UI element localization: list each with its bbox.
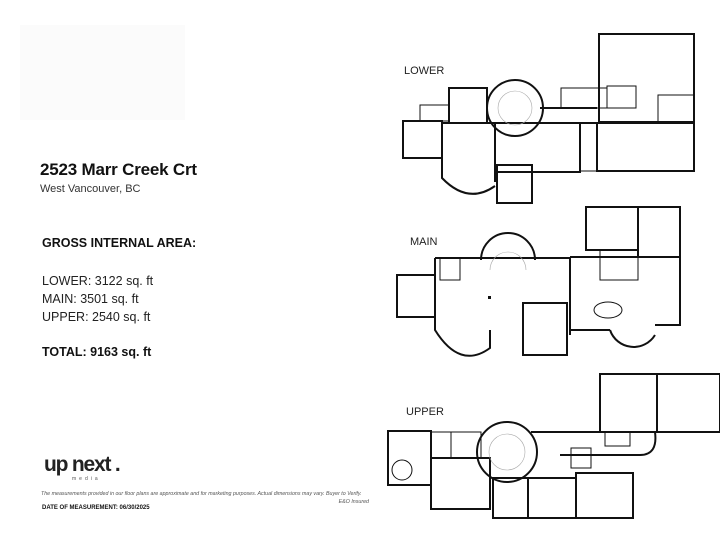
room-bedroom [527, 477, 577, 519]
column [488, 296, 491, 299]
lower-area: LOWER: 3122 sq. ft [42, 274, 154, 288]
room-bedroom [585, 206, 639, 251]
curved-stair-inner [489, 251, 527, 271]
disclaimer-text: The measurements provided in our floor p… [41, 491, 362, 497]
floor-label-lower: LOWER [404, 65, 445, 77]
room-open-to-below [492, 477, 529, 519]
upper-area: UPPER: 2540 sq. ft [42, 310, 151, 324]
insured-text: E&O Insured [338, 499, 369, 505]
curved-stair [480, 232, 536, 261]
room-bedroom [402, 120, 443, 159]
room-bedroom [575, 472, 634, 519]
room-breakfast [609, 329, 656, 348]
room-ensuite [430, 431, 452, 459]
room-bathroom [570, 447, 592, 469]
property-city: West Vancouver, BC [40, 183, 141, 195]
measurement-date: DATE OF MEASUREMENT: 06/30/2025 [42, 505, 150, 511]
gross-area-heading: GROSS INTERNAL AREA: [42, 236, 197, 250]
room-main-body [434, 257, 571, 357]
brand-logo: up next . [44, 453, 121, 476]
main-area: MAIN: 3501 sq. ft [42, 292, 139, 306]
kitchen-island [593, 301, 623, 319]
room-living-kitchen [569, 256, 681, 331]
room-storage [657, 94, 695, 124]
room-office [396, 274, 436, 318]
total-area: TOTAL: 9163 sq. ft [42, 345, 152, 359]
room-powder [439, 257, 461, 281]
room-stairs [599, 249, 639, 281]
room-bedroom [599, 373, 658, 433]
room-bath [579, 122, 598, 172]
room-bathroom [419, 104, 450, 122]
spiral-stair [486, 79, 544, 137]
floor-label-upper: UPPER [406, 406, 444, 418]
spiral-stair-inner [497, 90, 533, 126]
property-address: 2523 Marr Creek Crt [40, 160, 197, 179]
disclaimer: The measurements provided in our floor p… [41, 490, 369, 506]
logo-placeholder [20, 25, 185, 120]
room-family [441, 122, 496, 195]
room-kitchen [496, 164, 533, 204]
brand-logo-sub: media [72, 476, 101, 482]
room-storage [637, 206, 681, 258]
spiral-stair-inner [488, 433, 526, 471]
room-bedroom [448, 87, 488, 124]
room-hallway [531, 431, 657, 456]
room-laundry [560, 87, 608, 109]
spiral-stair [476, 421, 538, 483]
room-primary-closet [450, 431, 482, 459]
floor-plan-lower [402, 33, 695, 204]
floor-label-main: MAIN [410, 236, 438, 248]
bathtub [391, 459, 413, 481]
room-stairs [604, 431, 631, 447]
floor-plan-main [396, 206, 681, 357]
room-stairs [606, 85, 637, 109]
room-rec [598, 33, 695, 123]
room-bedroom [656, 373, 720, 433]
hallway-walls [540, 107, 597, 124]
room-garage [596, 122, 695, 172]
floor-plan-upper [387, 373, 720, 519]
